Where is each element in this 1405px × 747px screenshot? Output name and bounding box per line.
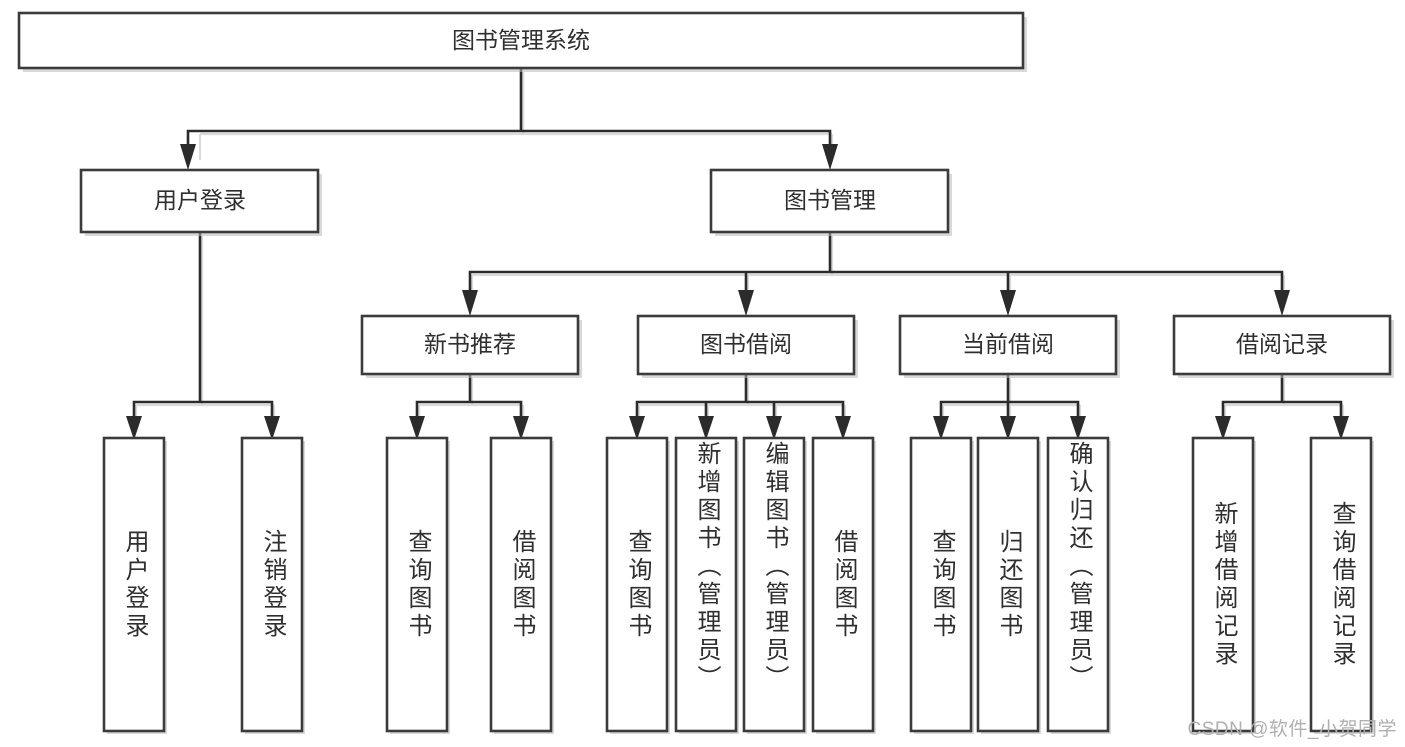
root-to-level2-connector-shadow xyxy=(198,72,834,160)
level3-node-book-borrow-label: 图书借阅 xyxy=(700,331,792,357)
level3-node-borrow-record[interactable] xyxy=(1172,314,1392,376)
arrow-to-leaf-return-book xyxy=(1000,416,1016,440)
leaf-node-borrow-book-b[interactable] xyxy=(811,436,875,733)
arrow-to-leaf-query-record xyxy=(1333,416,1349,440)
leaf-node-user-login[interactable] xyxy=(102,436,166,733)
borrow-record-to-leaves-connector-shadow xyxy=(1223,378,1345,430)
new-book-to-leaves-connector xyxy=(415,372,523,428)
watermark-text: CSDN @软件_小贺同学 xyxy=(1187,719,1397,740)
level3-node-borrow-record-label: 借阅记录 xyxy=(1236,331,1328,357)
level2-node-user-login[interactable] xyxy=(79,168,320,234)
arrow-to-book-borrow xyxy=(738,290,754,316)
root-to-level2-connector xyxy=(186,66,832,158)
leaf-node-confirm-return[interactable] xyxy=(1046,436,1110,733)
leaf-node-query-record[interactable] xyxy=(1309,436,1373,733)
arrow-to-leaf-user-login xyxy=(126,416,142,440)
arrow-to-leaf-edit-book xyxy=(766,416,782,440)
arrow-to-leaf-borrow-book-b xyxy=(835,416,851,440)
arrow-to-leaf-query-book-a xyxy=(409,416,425,440)
level3-node-current-borrow-label: 当前借阅 xyxy=(962,331,1054,357)
user-login-to-leaves-connector-shadow xyxy=(134,236,276,430)
arrow-to-leaf-query-book-c xyxy=(933,416,949,440)
leaf-node-query-book-c[interactable] xyxy=(909,436,973,733)
arrow-to-leaf-query-book-b xyxy=(629,416,645,440)
current-borrow-to-leaves-connector xyxy=(939,372,1080,428)
arrow-to-user-login xyxy=(180,144,196,170)
connector-layer xyxy=(126,66,1349,440)
book-manage-to-level3-connector xyxy=(468,230,1284,296)
root-node-box[interactable] xyxy=(17,11,1025,70)
borrow-record-to-leaves-connector xyxy=(1221,372,1343,428)
book-borrow-to-leaves-connector-shadow xyxy=(637,378,847,430)
arrow-to-leaf-logout xyxy=(264,416,280,440)
user-login-to-leaves-connector xyxy=(132,230,274,428)
leaf-node-query-book-a[interactable] xyxy=(385,436,449,733)
level3-node-new-book-recommend[interactable] xyxy=(360,314,580,376)
level3-node-book-borrow[interactable] xyxy=(636,314,856,376)
arrow-to-leaf-borrow-book-a xyxy=(513,416,529,440)
leaf-node-borrow-book-a[interactable] xyxy=(489,436,553,733)
level3-node-current-borrow[interactable] xyxy=(898,314,1118,376)
leaf-node-query-book-b[interactable] xyxy=(605,436,669,733)
leaf-node-edit-book[interactable] xyxy=(742,436,806,733)
new-book-to-leaves-connector-shadow xyxy=(417,378,525,430)
level2-node-book-manage-label: 图书管理 xyxy=(784,187,876,213)
leaf-node-add-book[interactable] xyxy=(674,436,738,733)
arrow-to-leaf-add-book xyxy=(698,416,714,440)
level2-node-user-login-label: 用户登录 xyxy=(154,187,246,213)
book-borrow-to-leaves-connector xyxy=(635,372,845,428)
book-manage-to-level3-connector-shadow xyxy=(470,236,1286,298)
node-layer: 图书管理系统 用户登录 图书管理 新书推荐 图书借阅 当前借阅 借阅记录 xyxy=(17,11,1394,734)
arrow-to-leaf-confirm-return xyxy=(1070,416,1086,440)
leaf-node-add-record[interactable] xyxy=(1191,436,1255,733)
leaf-node-logout[interactable] xyxy=(240,436,304,733)
arrow-to-new-book-recommend xyxy=(462,290,478,316)
leaf-node-return-book[interactable] xyxy=(976,436,1040,733)
arrow-to-leaf-add-record xyxy=(1215,416,1231,440)
level2-node-book-manage[interactable] xyxy=(709,168,950,234)
root-node-label: 图书管理系统 xyxy=(452,27,590,53)
arrow-to-borrow-record xyxy=(1274,290,1290,316)
level3-node-new-book-recommend-label: 新书推荐 xyxy=(424,331,516,357)
arrow-to-book-manage xyxy=(822,144,838,170)
arrow-to-current-borrow xyxy=(1000,290,1016,316)
